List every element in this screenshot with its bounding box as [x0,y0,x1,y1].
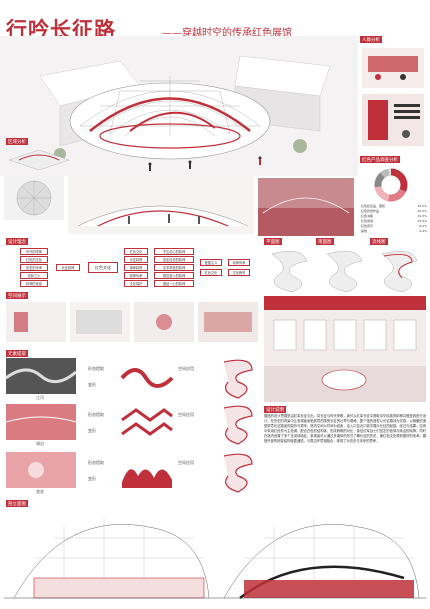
concept-node: 长征精神 [56,264,80,271]
crowd-analysis-illustration [362,48,424,146]
element-step: 形态提取 [88,412,104,417]
plan-drawings [271,251,418,293]
design-description-label: 设计说明 [264,406,286,413]
page-subtitle: ——穿越时空的传承红色展馆 [162,28,292,39]
survey-label: 红色产品调查分析 [360,156,400,163]
lake-photo [6,404,76,440]
hero-render [0,36,358,176]
element-step: 形态提取 [88,366,104,371]
exterior-render [68,176,254,234]
concept-node: 时代的呼唤 [20,248,48,255]
concept-node: 不忘初心的精神 [154,248,194,255]
element-step: 空间应用 [178,460,194,465]
wave-photo [6,452,76,488]
lake-shape [121,408,173,436]
wave-shape [122,469,172,488]
concept-node: 精神的延续 [20,280,48,287]
space-display-images [6,302,258,342]
design-description-text: 展馆的设计思路是由红军长征引出，将长征与时代来联，我们从红军长征中提取中华民族的… [264,414,426,443]
element-step: 变形 [88,382,96,387]
concept-node: 精神传承 [124,272,148,279]
element-caption: 湖泊 [36,441,44,446]
concept-node: 艰苦奋斗的精神 [154,272,194,279]
concept-node: 文化保护 [124,280,148,287]
element-step: 变形 [88,476,96,481]
concept-node: 精神传承 [228,259,250,266]
crowd-analysis-label: 人群分析 [360,36,382,43]
night-render [258,178,354,236]
element-extraction-label: 元素提取 [6,350,28,357]
element-step: 空间应用 [178,412,194,417]
zoning-plan [4,176,64,220]
river-plan [223,359,253,399]
river-shape [120,368,174,388]
concept-node: 爱国主义 [200,259,222,266]
wave-plan [223,453,253,493]
concept-node: 长征精神 [124,256,148,263]
flow-label: 流线图 [370,238,388,245]
zoning-axon [8,149,70,171]
lake-plan [223,405,253,445]
river-photo [6,358,76,394]
concept-node: 红色文化 [88,262,118,273]
section-elevation-label: 剖立面图 [6,500,28,507]
element-step: 变形 [88,428,96,433]
concept-node: 红色文化 [124,248,148,255]
concept-node: 革命精神 [124,264,148,271]
concept-node: 信仰之火 [20,272,48,279]
element-step: 空间应用 [178,366,194,371]
elevation-label: 南面图 [316,238,334,245]
design-concept-label: 设计理念 [6,238,28,245]
element-caption: 浪花 [36,489,44,494]
element-caption: 江河 [36,395,44,400]
concept-node: 历史的传承 [20,264,48,271]
survey-donut-chart [374,168,408,202]
section-drawings [4,518,426,599]
concept-mindmap: 时代的呼唤 红色的文化 历史的传承 信仰之火 精神的延续 长征精神 红色文化 红… [6,248,256,287]
concept-node: 红色的文化 [20,256,48,263]
element-step: 形态提取 [88,460,104,465]
plan-label: 平面图 [264,238,282,245]
concept-node: 团结一心的精神 [154,280,194,287]
concept-node: 坚定信念的精神 [154,256,194,263]
concept-node: 红色文化 [200,269,222,276]
zoning-analysis-label: 区域分析 [6,138,28,145]
space-display-label: 空间展示 [6,292,28,299]
interior-render [264,296,426,402]
concept-node: 实事求是的精神 [154,264,194,271]
concept-node: 文化教育 [228,269,250,276]
